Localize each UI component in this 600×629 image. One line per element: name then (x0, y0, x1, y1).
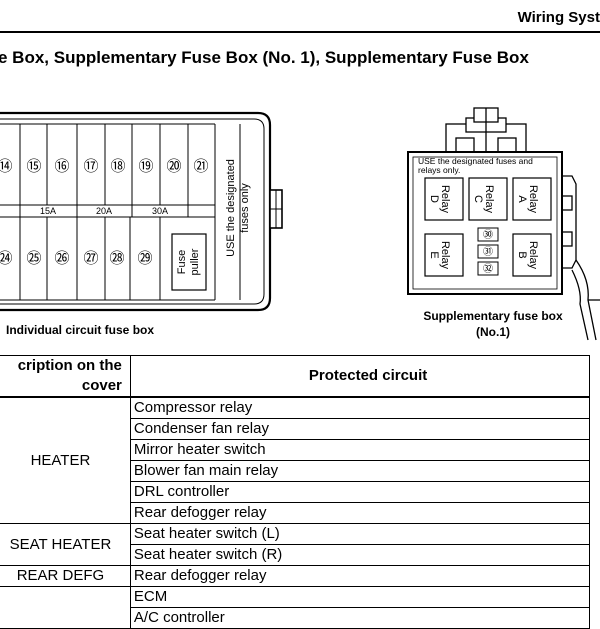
table-row: REAR DEFG Rear defogger relay (0, 565, 591, 587)
fuse-number: ⑮ (26, 158, 41, 175)
fuse-number: ㉑ (193, 158, 208, 175)
individual-fuse-box: ⑭ ⑮ ⑯ ⑰ ⑱ ⑲ ⑳ ㉑ 15A 20A 30A ㉔ ㉕ ㉖ ㉗ ㉘ ㉙ … (0, 111, 283, 312)
table-header-row: cription on the cover Protected circuit (0, 355, 591, 398)
fuse-rating: 20A (96, 206, 112, 216)
relay-label: Relay (527, 185, 539, 214)
header-rule (0, 31, 600, 33)
protected-circuit: Blower fan main relay (129, 460, 591, 482)
relay-label: Relay (527, 241, 539, 270)
fuse-number: ⑭ (0, 158, 13, 175)
relay-label: E (428, 251, 440, 258)
description-header: cription on the cover (0, 355, 131, 398)
fuse-number: ㉘ (109, 250, 124, 267)
protected-circuit: Condenser fan relay (129, 418, 591, 440)
relay-c (468, 177, 508, 221)
supplementary-fuse-box-caption: Supplementary fuse box (No.1) (423, 309, 563, 339)
fuse-rating: 30A (152, 206, 168, 216)
fuse-puller-label: puller (189, 248, 201, 275)
relay-label: B (516, 251, 528, 258)
fuse-puller-label: Fuse (176, 250, 188, 274)
protected-circuit: DRL controller (129, 481, 591, 503)
relay-label: Relay (483, 185, 495, 214)
table-row: ECM (0, 586, 591, 629)
relay-label: Relay (439, 185, 451, 214)
cover-description: REAR DEFG (0, 565, 131, 587)
fuse-number: ㉙ (137, 250, 152, 267)
table-row: SEAT HEATER Seat heater switch (L) (0, 523, 591, 566)
fuse-number: ⑰ (83, 158, 98, 175)
fuse-number: ㉚ (483, 229, 493, 241)
fuse-box-note: USE the designated (225, 159, 237, 257)
fuse-number: ⑲ (138, 158, 153, 175)
protected-circuit: Rear defogger relay (129, 502, 591, 524)
cover-description: HEATER (0, 396, 131, 524)
fuse-number: ㉔ (0, 250, 13, 267)
supplementary-fuse-box: USE the designated fuses and relays only… (407, 107, 600, 341)
section-title: e Box, Supplementary Fuse Box (No. 1), S… (0, 48, 529, 67)
protected-circuit-table: cription on the cover Protected circuit … (0, 355, 591, 629)
fuse-number: ㉜ (483, 263, 493, 275)
protected-circuit: Compressor relay (129, 396, 591, 419)
supp-box-note: relays only. (418, 165, 460, 175)
page-header-title: Wiring Syst (517, 9, 600, 26)
table-row: HEATER Compressor relay (0, 396, 591, 524)
fuse-number: ⑯ (54, 158, 69, 175)
protected-circuit: Seat heater switch (R) (129, 544, 591, 566)
protected-circuit: A/C controller (129, 607, 591, 629)
protected-circuit-header: Protected circuit (129, 355, 591, 398)
protected-circuit: Seat heater switch (L) (129, 523, 591, 545)
cover-description (0, 586, 131, 629)
fuse-number: ⑳ (166, 158, 181, 175)
relay-label: D (428, 195, 440, 203)
fuse-number: ㉕ (26, 250, 41, 267)
fuse-number: ㉖ (54, 250, 69, 267)
relay-label: C (472, 195, 484, 203)
relay-e (424, 233, 464, 277)
fuse-number: ⑱ (110, 158, 125, 175)
fuse-box-illustrations: ⑭ ⑮ ⑯ ⑰ ⑱ ⑲ ⑳ ㉑ 15A 20A 30A ㉔ ㉕ ㉖ ㉗ ㉘ ㉙ … (0, 107, 600, 341)
individual-fuse-box-caption: Individual circuit fuse box (6, 323, 155, 337)
table-row: Rear defogger relay (0, 502, 591, 524)
relay-b (512, 233, 552, 277)
protected-circuit: ECM (129, 586, 591, 608)
protected-circuit: Rear defogger relay (129, 565, 591, 587)
relay-a (512, 177, 552, 221)
fuse-number: ㉗ (83, 250, 98, 267)
table-row: Mirror heater switch (0, 439, 591, 461)
fuse-box-note: fuses only (239, 183, 251, 233)
fuse-number: ㉛ (483, 246, 493, 258)
supp-box-note: USE the designated fuses and (418, 156, 533, 166)
relay-label: Relay (439, 241, 451, 270)
cover-description: SEAT HEATER (0, 523, 131, 566)
protected-circuit: Mirror heater switch (129, 439, 591, 461)
fuse-rating: 15A (40, 206, 56, 216)
relay-label: A (516, 195, 528, 203)
fuse-puller (171, 233, 207, 291)
relay-d (424, 177, 464, 221)
